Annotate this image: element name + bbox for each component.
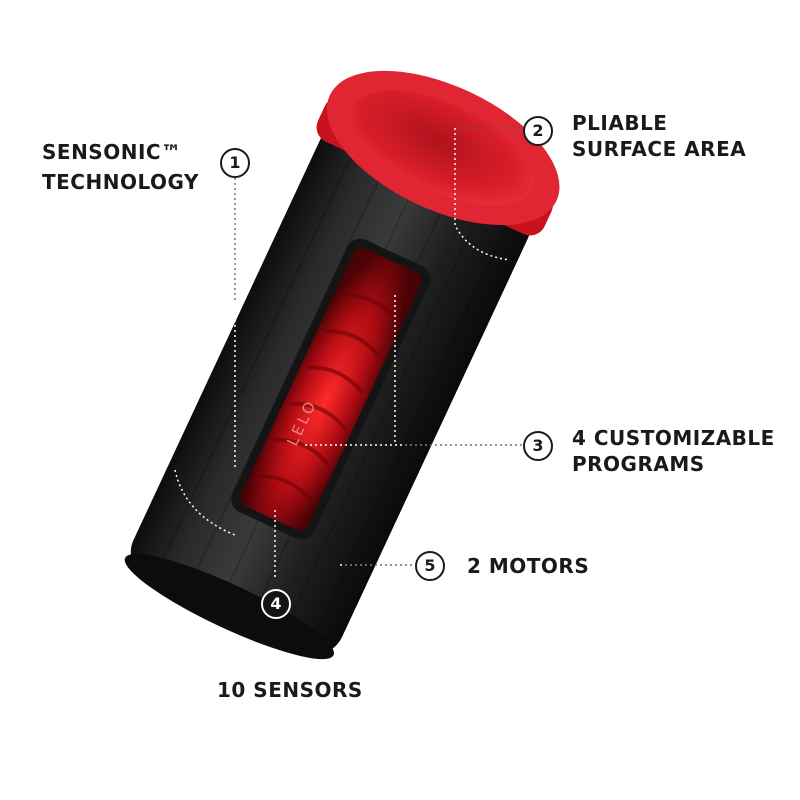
feature-3-line-1: 4 CUSTOMIZABLE (572, 426, 775, 450)
feature-label-3: 4 CUSTOMIZABLE PROGRAMS (572, 425, 775, 477)
feature-2-line-1: PLIABLE (572, 111, 668, 135)
callout-number-2: 2 (523, 116, 553, 146)
leader-lines-light (174, 128, 520, 580)
cup-opening (352, 90, 534, 206)
feature-label-4: 10 SENSORS (217, 678, 363, 702)
feature-label-5: 2 MOTORS (467, 554, 590, 578)
callout-number-5: 5 (415, 551, 445, 581)
callout-number-1: 1 (220, 148, 250, 178)
callout-number-3: 3 (523, 431, 553, 461)
feature-label-1: SENSONIC™ TECHNOLOGY (42, 139, 199, 195)
leader-lines-dark (234, 127, 522, 566)
callout-number-4: 4 (261, 589, 291, 619)
feature-label-2: PLIABLE SURFACE AREA (572, 110, 746, 162)
device-body (124, 70, 560, 660)
inner-window (240, 248, 422, 531)
feature-1-line-1: SENSONIC™ (42, 140, 182, 164)
feature-1-line-2: TECHNOLOGY (42, 170, 199, 194)
feature-3-line-2: PROGRAMS (572, 452, 705, 476)
feature-2-line-2: SURFACE AREA (572, 137, 747, 161)
